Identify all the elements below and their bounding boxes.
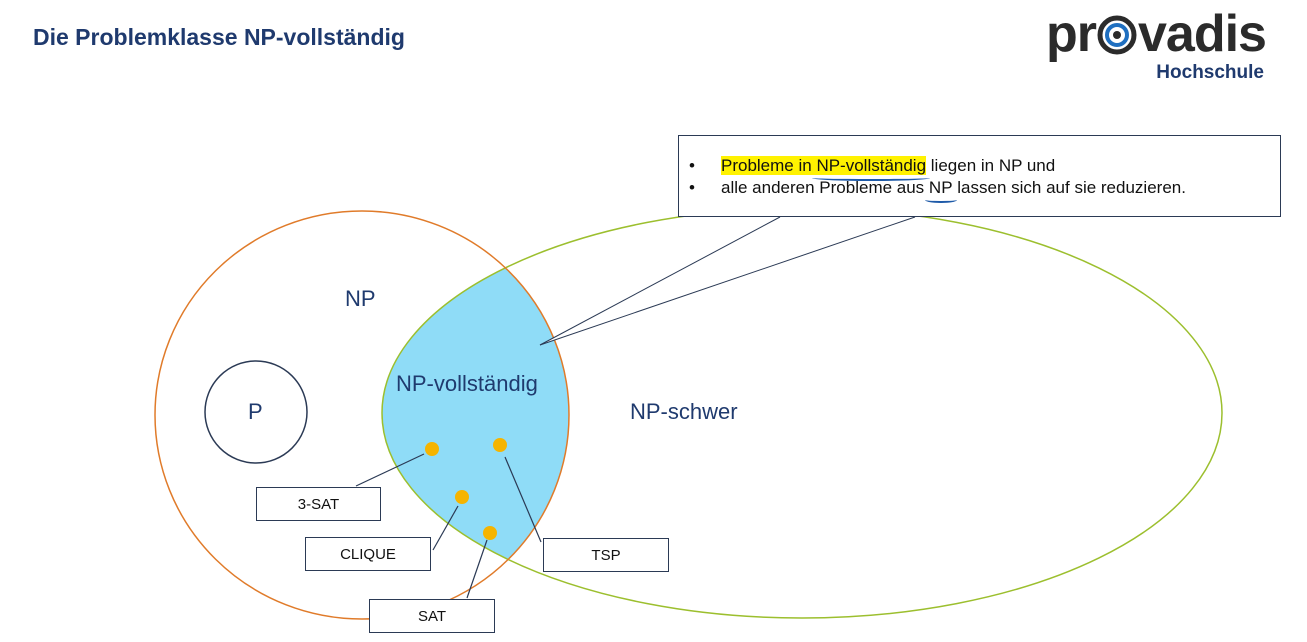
label-np: NP (345, 286, 376, 311)
label-p: P (248, 399, 263, 424)
dot-3sat (425, 442, 439, 456)
dot-sat (483, 526, 497, 540)
definition-callout: Probleme in NP-vollständig liegen in NP … (678, 135, 1281, 217)
box-clique: CLIQUE (305, 537, 431, 571)
callout-item-2-prefix: alle anderen Probleme aus (721, 178, 929, 197)
connector-3sat (355, 453, 425, 487)
provadis-logo: pr vadis Hochschule (1046, 4, 1276, 90)
box-tsp: TSP (543, 538, 669, 572)
callout-item-2-rest: lassen sich auf sie reduzieren. (952, 178, 1186, 197)
callout-pointer-line-2 (539, 216, 916, 346)
callout-list: Probleme in NP-vollständig liegen in NP … (687, 155, 1280, 203)
box-3sat: 3-SAT (256, 487, 381, 521)
p-circle (204, 360, 308, 464)
connector-sat (466, 539, 488, 599)
logo-subtitle: Hochschule (1156, 62, 1264, 83)
callout-item-2: alle anderen Probleme aus NP lassen sich… (687, 177, 1280, 203)
slide-title: Die Problemklasse NP-vollständig (33, 24, 405, 50)
connector-clique (432, 505, 459, 551)
callout-highlight: Probleme in NP-vollständig (721, 156, 930, 181)
callout-item-1-prefix: Probleme in (721, 156, 817, 175)
underlined-np-complete: NP-vollständig (812, 156, 930, 181)
swirl-icon (1097, 15, 1137, 55)
np-circle (154, 210, 570, 620)
logo-word-left: pr (1046, 5, 1097, 63)
connector-tsp (504, 456, 542, 543)
dot-tsp (493, 438, 507, 452)
callout-item-1-rest: liegen in NP und (926, 156, 1056, 175)
underlined-np: NP (924, 178, 957, 203)
label-np-hard: NP-schwer (630, 399, 738, 424)
callout-item-1: Probleme in NP-vollständig liegen in NP … (687, 155, 1280, 181)
logo-wordmark: pr vadis (1046, 4, 1267, 64)
dot-clique (455, 490, 469, 504)
callout-pointer-line-1 (539, 216, 781, 346)
logo-word-right: vadis (1138, 5, 1267, 63)
box-sat: SAT (369, 599, 495, 633)
label-np-complete: NP-vollständig (396, 371, 538, 396)
